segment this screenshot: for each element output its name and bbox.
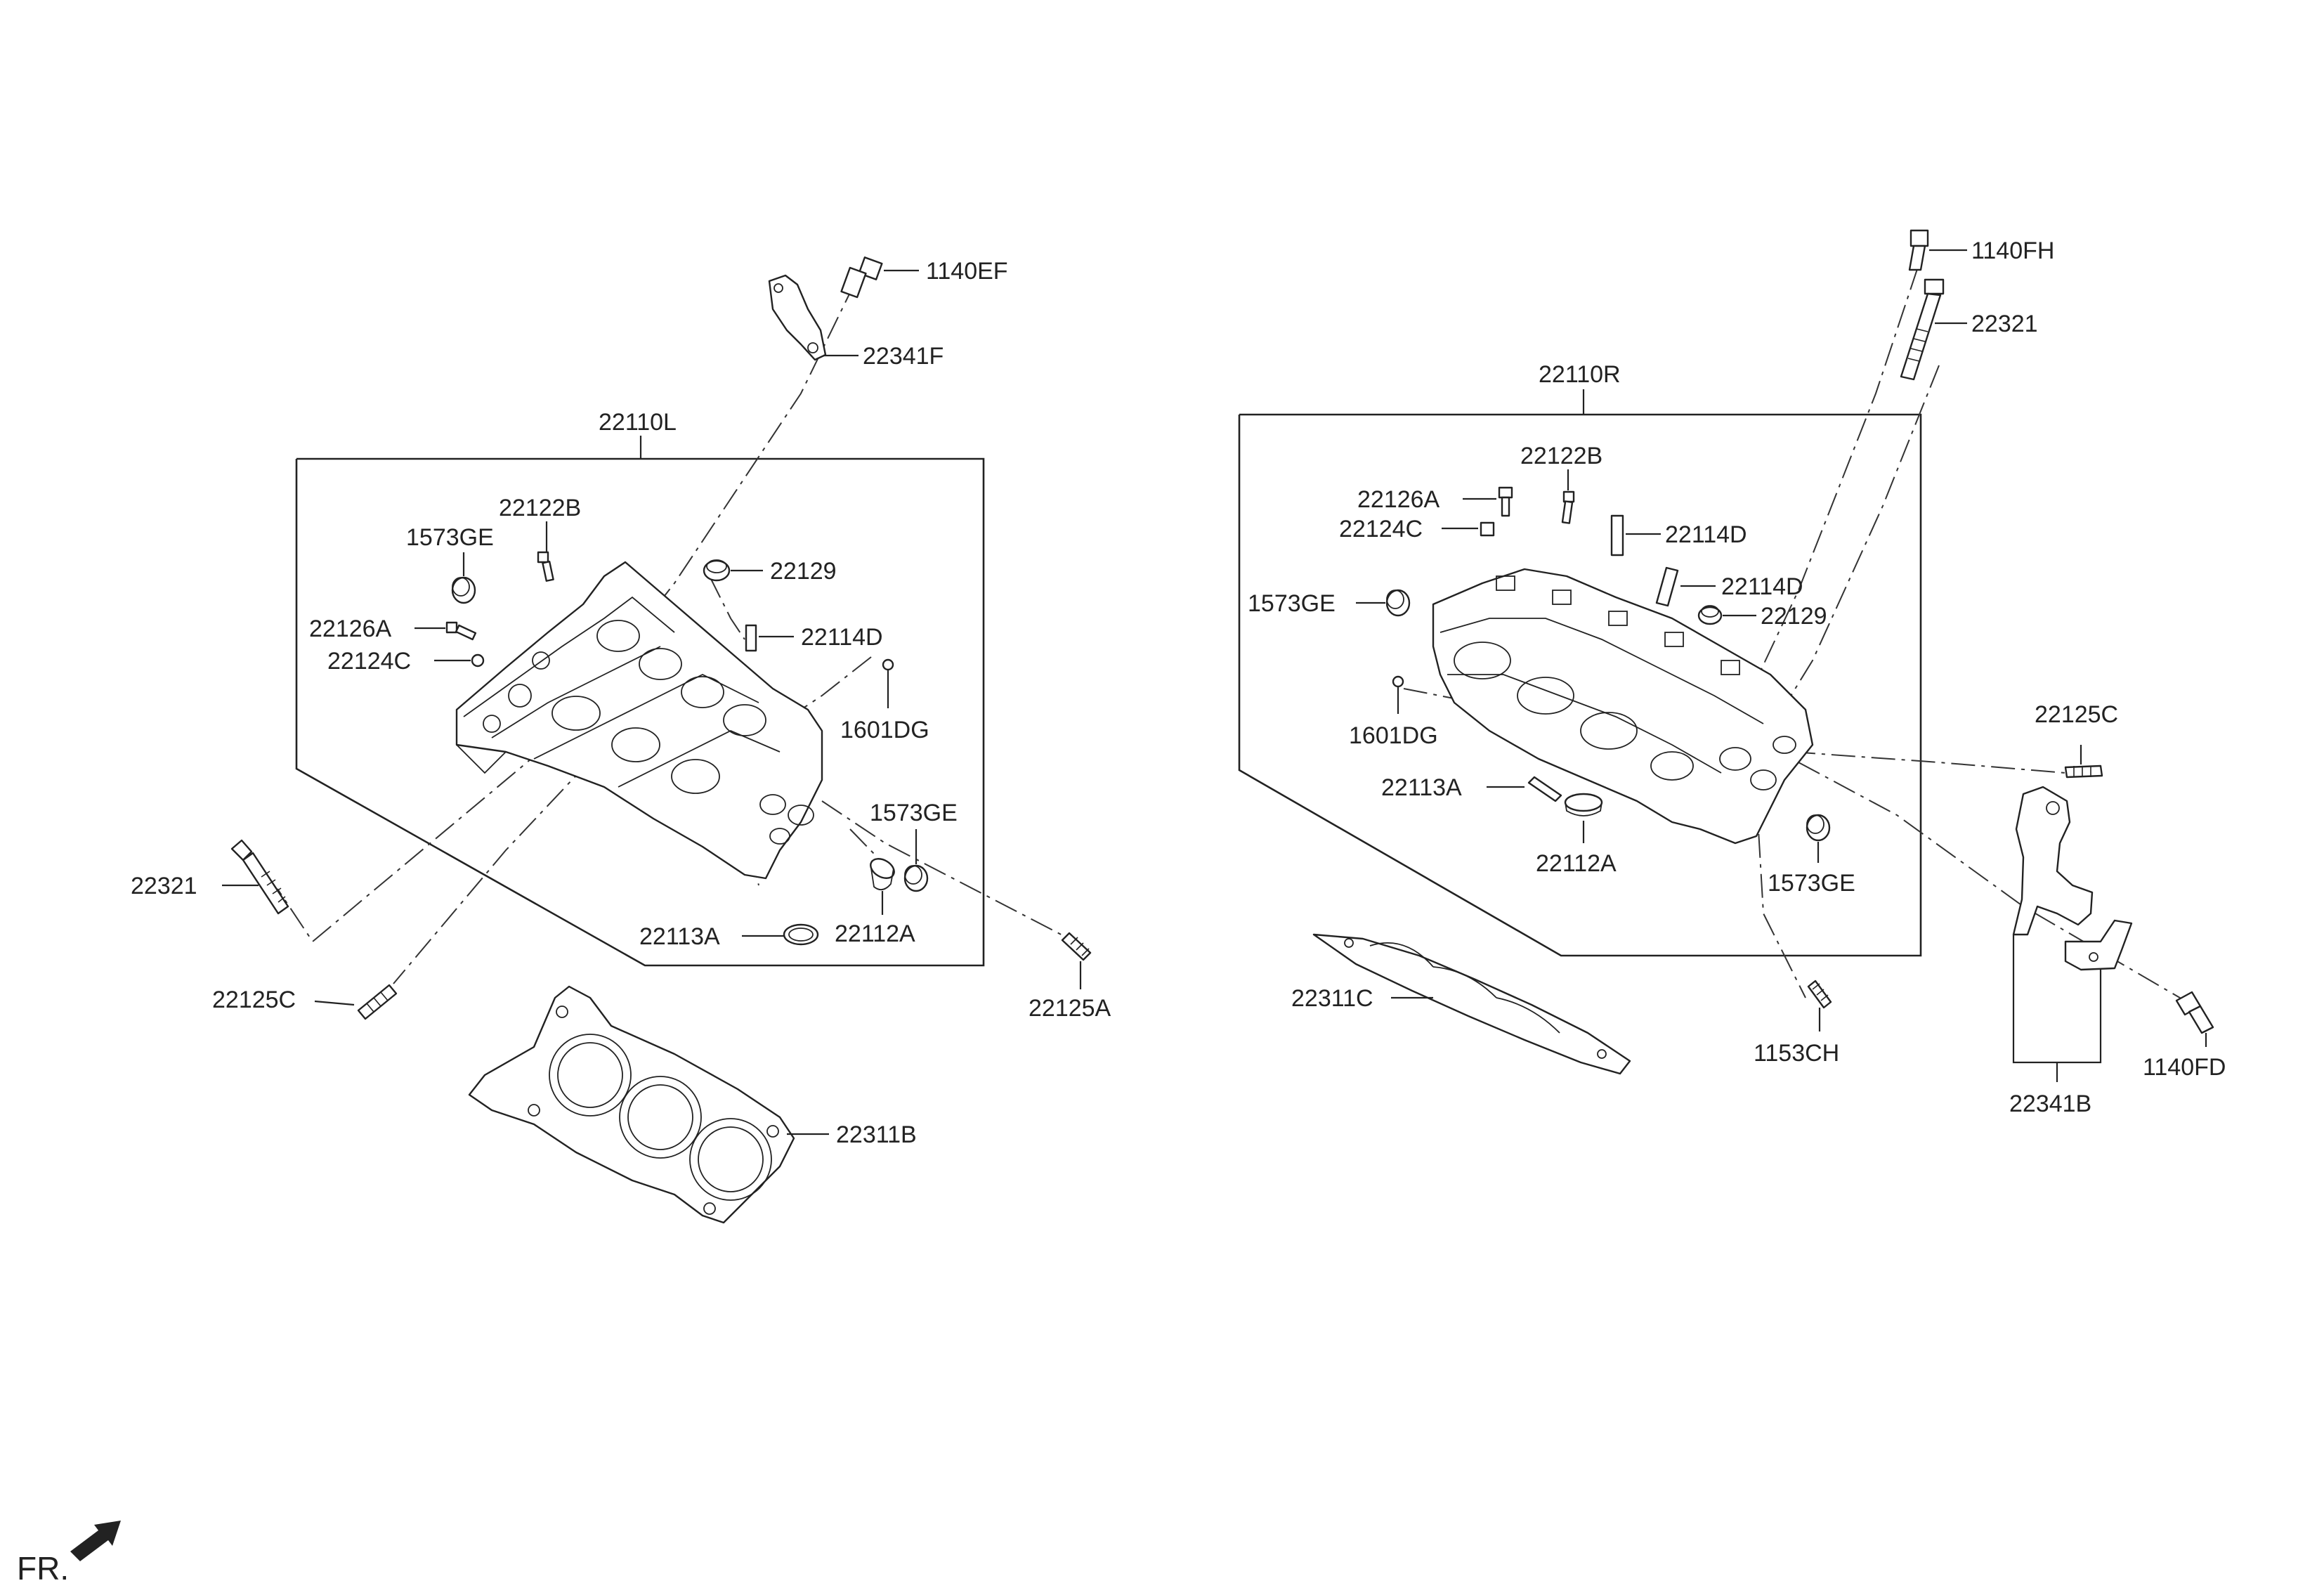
arrow-icon bbox=[70, 1521, 121, 1561]
sleeve-22124C-left[interactable] bbox=[471, 653, 485, 668]
label-22125C-right[interactable]: 22125C bbox=[2035, 701, 2118, 728]
label-22129-left[interactable]: 22129 bbox=[770, 558, 837, 585]
label-1153CH[interactable]: 1153CH bbox=[1754, 1040, 1839, 1067]
label-22112A-left[interactable]: 22112A bbox=[835, 920, 915, 947]
cylinder-head-right[interactable] bbox=[1432, 568, 1814, 845]
pin-22114D-left[interactable] bbox=[745, 624, 757, 652]
plug-1573GE-right-bottom[interactable] bbox=[1806, 814, 1831, 842]
stud-22125C-left[interactable] bbox=[357, 984, 398, 1020]
left-assembly: 22110L bbox=[131, 256, 1111, 1224]
label-22110R[interactable]: 22110R bbox=[1539, 361, 1621, 388]
left-assembly-frame bbox=[295, 457, 985, 967]
gasket-22311C[interactable] bbox=[1312, 933, 1631, 1075]
label-22341B[interactable]: 22341B bbox=[2009, 1091, 2091, 1117]
bolt-1140EF[interactable] bbox=[840, 256, 883, 299]
stud-22125C-right[interactable] bbox=[2064, 764, 2103, 779]
bracket-22341F[interactable] bbox=[768, 274, 827, 361]
label-22122B-right[interactable]: 22122B bbox=[1520, 443, 1602, 469]
label-22114D-left[interactable]: 22114D bbox=[801, 624, 883, 651]
right-assembly: 22110R bbox=[1238, 229, 2226, 1117]
label-1573GE-left-bottom[interactable]: 1573GE bbox=[870, 800, 958, 826]
label-1573GE-left-top[interactable]: 1573GE bbox=[406, 524, 494, 551]
bolt-22321-left[interactable] bbox=[230, 839, 289, 915]
sleeve-22124C-right[interactable] bbox=[1480, 521, 1495, 537]
label-22129-right[interactable]: 22129 bbox=[1761, 603, 1827, 630]
bolt-22321-right[interactable] bbox=[1900, 278, 1945, 381]
stud-22125A[interactable] bbox=[1061, 932, 1092, 961]
label-22114D-right-1[interactable]: 22114D bbox=[1665, 521, 1747, 548]
stud-1153CH[interactable] bbox=[1807, 980, 1832, 1009]
right-assembly-frame bbox=[1238, 413, 1922, 957]
label-22122B-left[interactable]: 22122B bbox=[499, 495, 581, 521]
label-22126A-right[interactable]: 22126A bbox=[1357, 486, 1440, 513]
gasket-22311B[interactable] bbox=[468, 985, 795, 1224]
ring-22112A-left[interactable] bbox=[867, 855, 897, 891]
pin-22114D-right-2[interactable] bbox=[1655, 566, 1679, 607]
label-22125A[interactable]: 22125A bbox=[1029, 995, 1111, 1022]
label-22112A-right[interactable]: 22112A bbox=[1536, 850, 1617, 877]
front-direction-indicator: FR. bbox=[17, 1521, 121, 1587]
label-22110L[interactable]: 22110L bbox=[599, 409, 677, 436]
plug-1573GE-right-top[interactable] bbox=[1385, 589, 1411, 617]
label-22124C-left[interactable]: 22124C bbox=[327, 648, 411, 675]
label-22321-right[interactable]: 22321 bbox=[1971, 311, 2038, 337]
bolt-22122B-left[interactable] bbox=[537, 551, 554, 582]
label-1573GE-right-bottom[interactable]: 1573GE bbox=[1768, 870, 1855, 897]
ring-22112A-right[interactable] bbox=[1564, 793, 1603, 816]
label-1140FD[interactable]: 1140FD bbox=[2143, 1054, 2226, 1081]
plug-1573GE-left-top[interactable] bbox=[451, 576, 476, 604]
bolt-22126A-left[interactable] bbox=[445, 621, 477, 641]
label-1601DG-left[interactable]: 1601DG bbox=[840, 717, 929, 743]
ring-22113A-left[interactable] bbox=[783, 923, 819, 946]
label-22311B[interactable]: 22311B bbox=[836, 1121, 917, 1148]
label-22321-left[interactable]: 22321 bbox=[131, 873, 197, 899]
label-1573GE-right-top[interactable]: 1573GE bbox=[1248, 590, 1336, 617]
label-22113A-left[interactable]: 22113A bbox=[639, 923, 720, 950]
bolt-1140FH[interactable] bbox=[1908, 229, 1929, 271]
plug-1601DG-right[interactable] bbox=[1392, 675, 1404, 688]
pin-22114D-right-1[interactable] bbox=[1610, 514, 1624, 557]
bolt-22126A-right[interactable] bbox=[1498, 486, 1513, 517]
label-1140EF[interactable]: 1140EF bbox=[926, 258, 1008, 285]
bolt-1140FD[interactable] bbox=[2175, 991, 2214, 1034]
label-1140FH[interactable]: 1140FH bbox=[1971, 237, 2054, 264]
label-22126A-left[interactable]: 22126A bbox=[309, 616, 392, 642]
cap-22129-right[interactable] bbox=[1697, 605, 1723, 625]
bracket-22341B[interactable] bbox=[2012, 786, 2133, 971]
label-1601DG-right[interactable]: 1601DG bbox=[1349, 722, 1438, 749]
pin-22113A-right[interactable] bbox=[1527, 776, 1562, 802]
bolt-22122B-right[interactable] bbox=[1561, 490, 1575, 524]
label-22114D-right-2[interactable]: 22114D bbox=[1721, 573, 1803, 600]
label-22341F[interactable]: 22341F bbox=[863, 343, 944, 370]
label-22311C[interactable]: 22311C bbox=[1291, 985, 1373, 1012]
front-label: FR. bbox=[17, 1550, 69, 1587]
cap-22129-left[interactable] bbox=[703, 559, 731, 582]
plug-1573GE-left-bottom[interactable] bbox=[903, 864, 929, 892]
label-22124C-right[interactable]: 22124C bbox=[1339, 516, 1423, 542]
label-22125C-left[interactable]: 22125C bbox=[212, 987, 296, 1013]
plug-1601DG-left[interactable] bbox=[882, 658, 894, 671]
cylinder-head-left[interactable] bbox=[455, 561, 823, 880]
label-22113A-right[interactable]: 22113A bbox=[1381, 774, 1462, 801]
